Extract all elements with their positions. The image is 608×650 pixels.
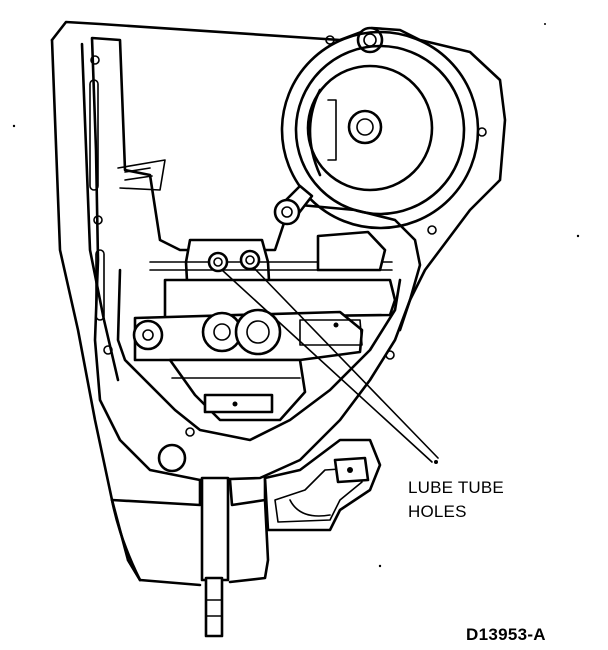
mount-bracket xyxy=(263,438,382,532)
callout-line-2: HOLES xyxy=(408,502,467,521)
lower-drum xyxy=(168,358,307,422)
extension-housing xyxy=(110,476,270,587)
rail-slots xyxy=(89,79,105,321)
scan-specks xyxy=(12,23,580,568)
lube-tube-holes xyxy=(207,249,261,273)
main-shaft-assembly xyxy=(132,278,397,362)
output-shaft xyxy=(200,476,230,638)
bearing-housing xyxy=(280,30,480,230)
callout-line-1: LUBE TUBE xyxy=(408,478,504,497)
callout-leaders xyxy=(221,267,439,464)
figure-id: D13953-A xyxy=(466,625,546,644)
case-flange xyxy=(90,36,422,482)
linkage-lever xyxy=(273,184,314,226)
detent-spring xyxy=(117,159,166,191)
callout-label: LUBE TUBE HOLES xyxy=(408,476,504,524)
